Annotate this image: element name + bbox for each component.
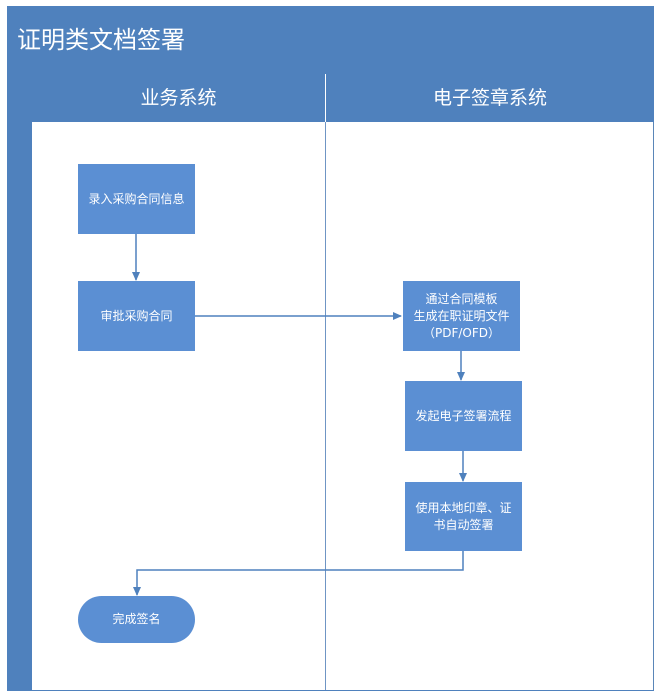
node-label: 录入采购合同信息 xyxy=(88,191,185,206)
connector-sign-to-complete xyxy=(133,551,464,596)
node-label-line3: （PDF/OFD） xyxy=(422,325,500,340)
node-label-line1: 通过合同模板 xyxy=(425,291,498,306)
node-label: 完成签名 xyxy=(112,612,161,626)
node-label-line1: 使用本地印章、证 xyxy=(415,500,512,515)
node-label: 发起电子签署流程 xyxy=(415,408,512,423)
pool-side-strip xyxy=(7,74,32,691)
node-label-line2: 生成在职证明文件 xyxy=(413,308,510,323)
pool-bottom-border xyxy=(32,690,654,691)
terminal-complete-signing: 完成签名 xyxy=(78,596,195,643)
process-start-esign-flow: 发起电子签署流程 xyxy=(405,381,522,451)
node-label: 审批采购合同 xyxy=(100,308,173,323)
lane-divider xyxy=(325,122,326,691)
process-approve-contract: 审批采购合同 xyxy=(78,281,195,351)
lane-header-esign: 电子签章系统 xyxy=(326,74,654,122)
process-generate-document: 通过合同模板 生成在职证明文件 （PDF/OFD） xyxy=(403,281,520,351)
process-auto-sign: 使用本地印章、证 书自动签署 xyxy=(405,482,522,551)
process-enter-contract-info: 录入采购合同信息 xyxy=(78,164,195,234)
lane-header-business: 业务系统 xyxy=(32,74,326,122)
node-label-line2: 书自动签署 xyxy=(433,517,494,532)
diagram-title: 证明类文档签署 xyxy=(7,6,654,74)
